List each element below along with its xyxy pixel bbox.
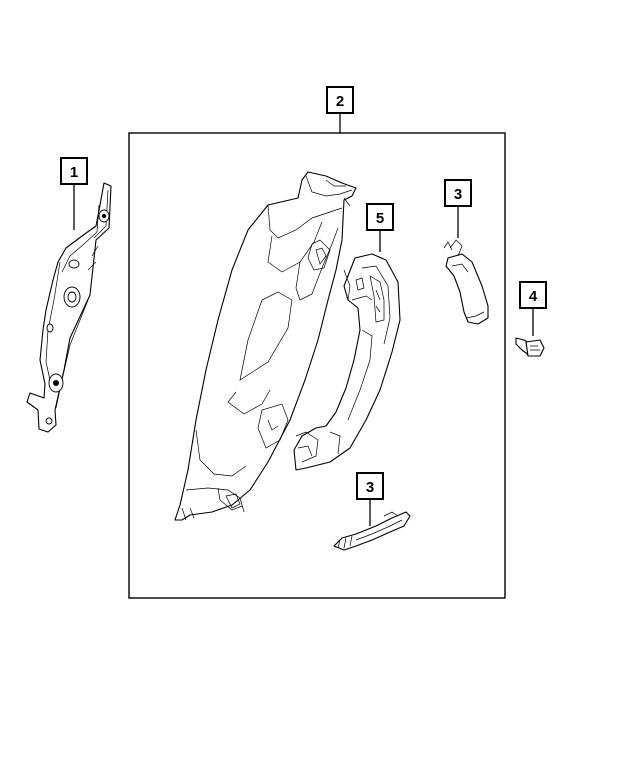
part-3-upper-cover[interactable] — [443, 239, 489, 325]
callout-4[interactable]: 4 — [519, 281, 547, 336]
callout-3-lower[interactable]: 3 — [356, 472, 384, 526]
part-5-grab-handle[interactable] — [293, 253, 401, 471]
callout-3-upper-label: 3 — [454, 186, 462, 203]
callout-1-label: 1 — [70, 164, 78, 181]
callout-5-label: 5 — [376, 210, 384, 227]
callout-5[interactable]: 5 — [366, 203, 394, 252]
callout-2-label: 2 — [336, 93, 344, 110]
callout-1[interactable]: 1 — [60, 157, 88, 230]
part-4-bolt[interactable] — [515, 337, 545, 357]
part-3-lower-cover[interactable] — [333, 511, 411, 551]
callout-4-label: 4 — [529, 288, 538, 305]
assembly-group-frame — [128, 132, 506, 599]
callout-2[interactable]: 2 — [326, 86, 354, 133]
callout-3-upper[interactable]: 3 — [444, 179, 472, 238]
part-2-pillar-trim[interactable] — [174, 171, 357, 521]
part-1-bracket[interactable] — [26, 182, 112, 433]
callout-3-lower-label: 3 — [366, 479, 374, 496]
